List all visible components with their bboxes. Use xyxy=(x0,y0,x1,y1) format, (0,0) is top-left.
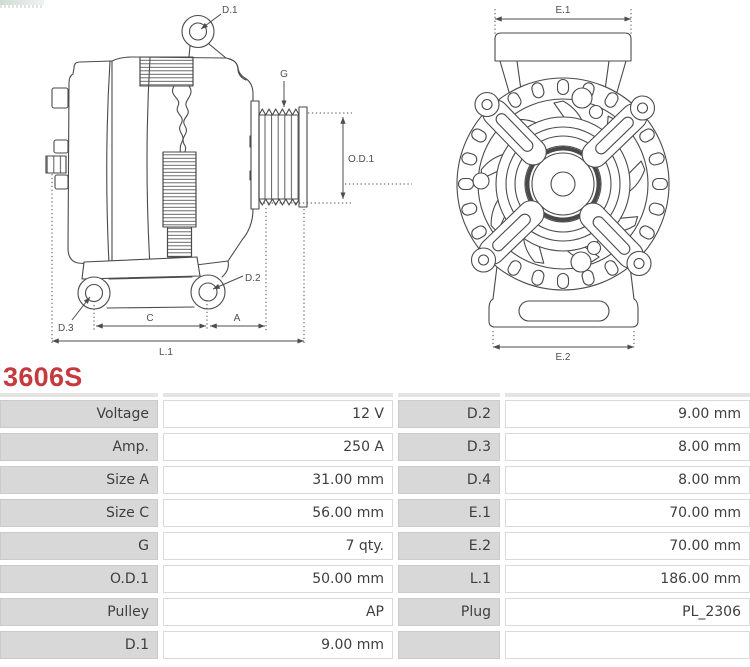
spec-value: 50.00 mm xyxy=(163,565,393,593)
spec-label: L.1 xyxy=(398,565,500,593)
dim-label-c: C xyxy=(146,313,153,324)
spec-value: 31.00 mm xyxy=(163,466,393,494)
spec-value: PL_2306 xyxy=(505,598,750,626)
spec-label: E.1 xyxy=(398,499,500,527)
dim-label-e2: E.2 xyxy=(555,352,570,362)
spec-value xyxy=(505,631,750,659)
dim-label-g: G xyxy=(280,69,288,80)
spec-diagram: D.1 G O.D.1 D.2 D.3 C A L.1 xyxy=(45,5,670,362)
spec-label: O.D.1 xyxy=(0,565,158,593)
spec-value: 56.00 mm xyxy=(163,499,393,527)
dim-label-od1: O.D.1 xyxy=(348,154,375,165)
side-view-drawing xyxy=(45,14,308,310)
spec-value: 9.00 mm xyxy=(505,400,750,428)
front-view-dimensions xyxy=(492,9,635,350)
part-number: 3606S xyxy=(3,362,83,392)
dim-label-d1: D.1 xyxy=(222,5,238,16)
spec-value: AP xyxy=(163,598,393,626)
spec-label: D.2 xyxy=(398,400,500,428)
dim-label-l1: L.1 xyxy=(159,347,173,358)
spec-label: Size C xyxy=(0,499,158,527)
spec-label: E.2 xyxy=(398,532,500,560)
spec-value: 70.00 mm xyxy=(505,499,750,527)
front-view-drawing xyxy=(456,32,670,328)
spec-value: 7 qty. xyxy=(163,532,393,560)
spec-label: Plug xyxy=(398,598,500,626)
spec-value: 186.00 mm xyxy=(505,565,750,593)
spec-label: D.1 xyxy=(0,631,158,659)
dim-label-d3: D.3 xyxy=(58,323,74,334)
spec-value: 9.00 mm xyxy=(163,631,393,659)
spec-label xyxy=(398,631,500,659)
spec-value: 8.00 mm xyxy=(505,433,750,461)
spec-label: Amp. xyxy=(0,433,158,461)
side-view-dimensions xyxy=(51,13,412,345)
spec-label: D.4 xyxy=(398,466,500,494)
dim-label-a: A xyxy=(234,313,241,324)
table-top-border xyxy=(0,393,750,397)
spec-label: Size A xyxy=(0,466,158,494)
spec-label: D.3 xyxy=(398,433,500,461)
spec-value: 8.00 mm xyxy=(505,466,750,494)
spec-value: 70.00 mm xyxy=(505,532,750,560)
spec-value: 12 V xyxy=(163,400,393,428)
spec-table: Voltage 12 V D.2 9.00 mm Amp. 250 A D.3 … xyxy=(0,400,750,659)
spec-label: Voltage xyxy=(0,400,158,428)
spec-label: G xyxy=(0,532,158,560)
partial-logo xyxy=(0,0,44,9)
spec-value: 250 A xyxy=(163,433,393,461)
dim-label-d2: D.2 xyxy=(245,273,261,284)
spec-label: Pulley xyxy=(0,598,158,626)
dim-label-e1: E.1 xyxy=(555,5,570,16)
